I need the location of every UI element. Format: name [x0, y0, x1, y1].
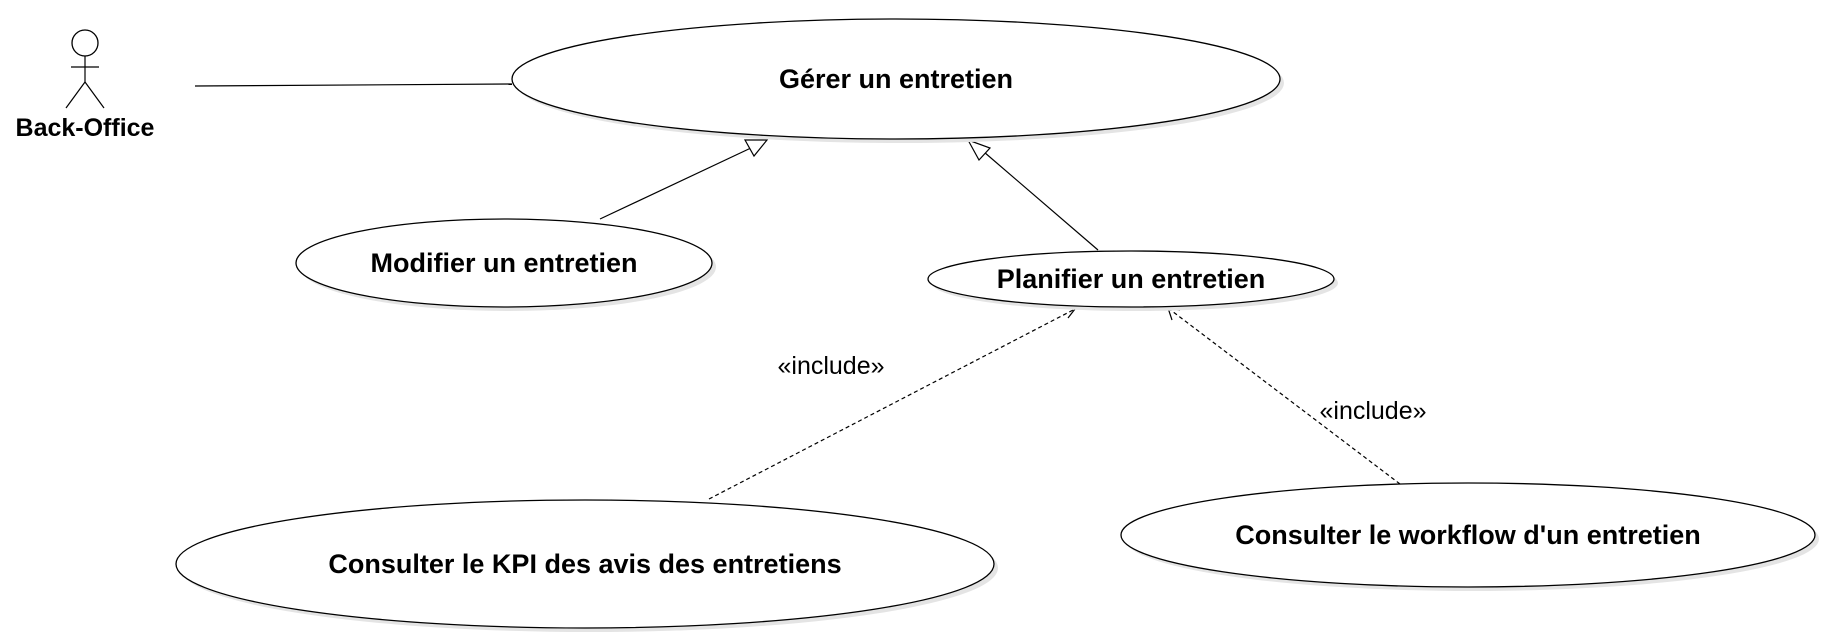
use-case-kpi[interactable]: Consulter le KPI des avis des entretiens — [175, 499, 998, 632]
association-line[interactable] — [194, 83, 513, 87]
use-case-planifier[interactable]: Planifier un entretien — [927, 250, 1338, 311]
use-case-label: Planifier un entretien — [997, 264, 1266, 294]
generalization-arrowhead — [966, 138, 992, 162]
actor-head — [71, 29, 99, 57]
include-kpi-label: «include» — [777, 352, 884, 380]
use-case-ellipse — [927, 250, 1335, 308]
generalization-arrowhead — [743, 139, 769, 158]
use-case-ellipse — [1120, 482, 1816, 588]
use-case-workflow[interactable]: Consulter le workflow d'un entretien — [1120, 482, 1819, 591]
use-case-gerer[interactable]: Gérer un entretien — [511, 18, 1284, 143]
actor-label: Back-Office — [16, 114, 155, 142]
use-case-label: Modifier un entretien — [370, 248, 637, 278]
use-case-modifier[interactable]: Modifier un entretien — [295, 218, 716, 311]
actor-back-office[interactable]: Back-Office — [16, 29, 155, 142]
use-case-label: Gérer un entretien — [779, 64, 1013, 94]
use-case-ellipse — [295, 218, 713, 308]
include-workflow-line[interactable] — [1167, 307, 1401, 485]
use-case-ellipse — [511, 18, 1281, 140]
use-case-label: Consulter le workflow d'un entretien — [1235, 520, 1700, 550]
generalization-planifier-line[interactable] — [983, 151, 1099, 251]
actor-right-leg — [84, 81, 105, 109]
use-case-label: Consulter le KPI des avis des entretiens — [328, 549, 841, 579]
use-case-ellipse — [175, 499, 995, 629]
actor-left-leg — [65, 81, 86, 109]
include-workflow-label: «include» — [1319, 397, 1426, 425]
generalization-modifier-line[interactable] — [599, 146, 754, 220]
include-kpi-line[interactable] — [708, 308, 1076, 500]
